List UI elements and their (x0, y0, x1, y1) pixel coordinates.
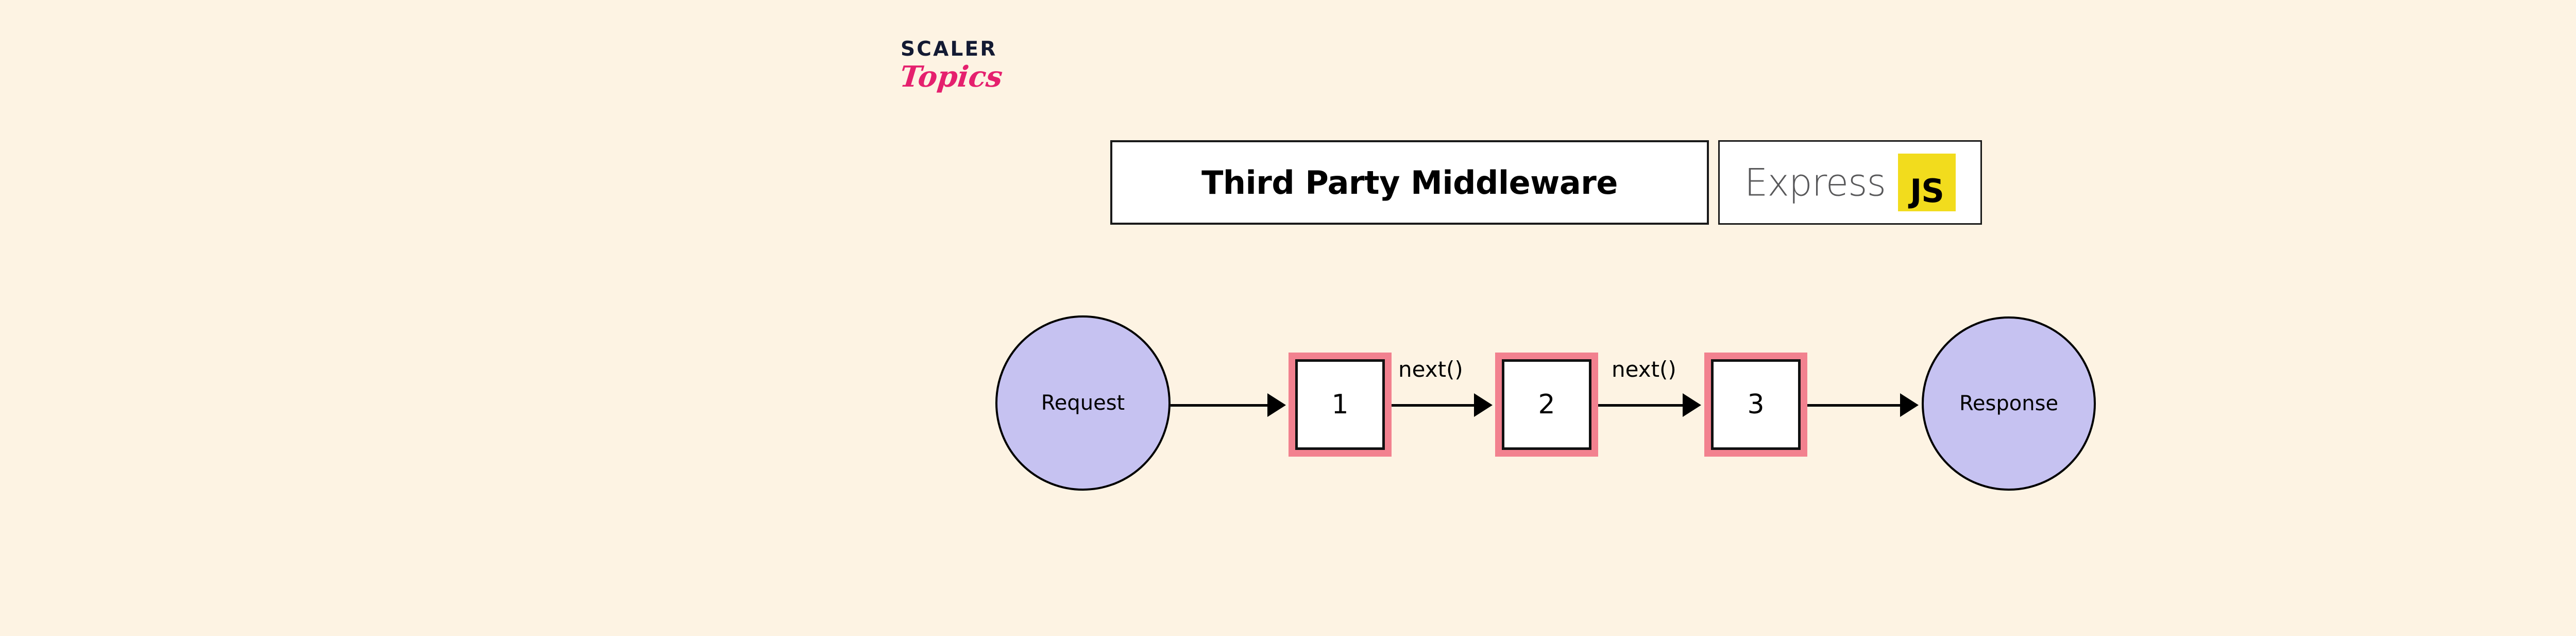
title-box: Third Party Middleware (1110, 140, 1709, 225)
edge-label-next-1: next() (1398, 357, 1463, 382)
node-request-label: Request (1041, 391, 1125, 415)
node-middleware-3: 3 (1704, 353, 1807, 457)
node-response-label: Response (1959, 392, 2059, 415)
title-text: Third Party Middleware (1201, 163, 1618, 202)
node-middleware-1: 1 (1289, 353, 1392, 457)
node-request: Request (995, 315, 1171, 491)
logo-primary-text: SCALER (901, 38, 997, 61)
express-wordmark: Express (1744, 160, 1886, 205)
arrow-request-to-mw1-head (1267, 393, 1286, 417)
js-badge-text: JS (1910, 172, 1944, 210)
arrow-mw3-to-response-head (1900, 393, 1919, 417)
node-middleware-2-label: 2 (1538, 389, 1555, 420)
arrow-mw2-to-mw3-line (1598, 404, 1683, 407)
node-middleware-1-label: 1 (1331, 389, 1349, 420)
express-logo-box: Express JS (1718, 140, 1982, 225)
arrow-request-to-mw1-line (1171, 404, 1267, 407)
node-middleware-2: 2 (1495, 353, 1598, 457)
node-response: Response (1922, 316, 2096, 491)
arrow-mw3-to-response-line (1807, 404, 1900, 407)
arrow-mw1-to-mw2-head (1474, 393, 1493, 417)
logo-secondary-text: Topics (898, 60, 1005, 94)
scaler-topics-logo: SCALER Topics (898, 38, 1055, 122)
arrow-mw1-to-mw2-line (1392, 404, 1474, 407)
edge-label-next-2: next() (1612, 357, 1676, 382)
node-middleware-3-label: 3 (1747, 389, 1765, 420)
arrow-mw2-to-mw3-head (1683, 393, 1701, 417)
js-badge: JS (1898, 154, 1956, 211)
